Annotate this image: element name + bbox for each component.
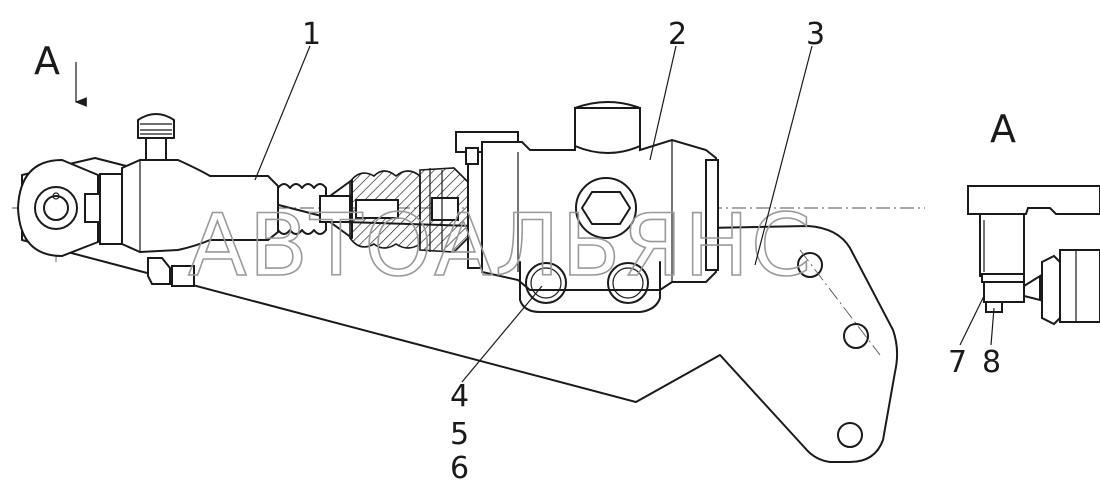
callout-6: 6 — [450, 451, 469, 486]
callout-7: 7 — [948, 345, 967, 380]
lock-nut — [99, 173, 123, 245]
valve-body — [481, 101, 719, 313]
port-left — [525, 262, 567, 304]
plug-boss — [575, 177, 637, 239]
leader-lines — [254, 45, 995, 383]
port-right — [607, 262, 649, 304]
flange-bolt-top — [465, 147, 479, 165]
watermark: АВТОАЛЬЯНС — [188, 196, 813, 296]
cylinder-body — [121, 113, 279, 287]
view-a-title: А — [990, 107, 1016, 151]
detail-post — [979, 213, 1025, 277]
callout-3: 3 — [806, 17, 825, 52]
callout-1: 1 — [302, 17, 321, 52]
callout-2: 2 — [668, 17, 687, 52]
rod-end-eye — [16, 158, 123, 258]
bracket-hole-upper — [797, 252, 823, 278]
bleed-valve — [145, 137, 167, 161]
mounting-bracket — [21, 157, 899, 463]
bracket-hole-lower — [837, 422, 863, 448]
callout-5: 5 — [450, 417, 469, 452]
detail-view-a — [967, 185, 1100, 326]
view-arrow-label: А — [34, 39, 60, 83]
callout-8: 8 — [982, 345, 1001, 380]
sectioned-piston — [349, 167, 469, 253]
callout-4: 4 — [450, 379, 469, 414]
detail-nut — [983, 281, 1025, 303]
hex-plug — [581, 191, 631, 225]
bracket-hole-middle — [843, 323, 869, 349]
